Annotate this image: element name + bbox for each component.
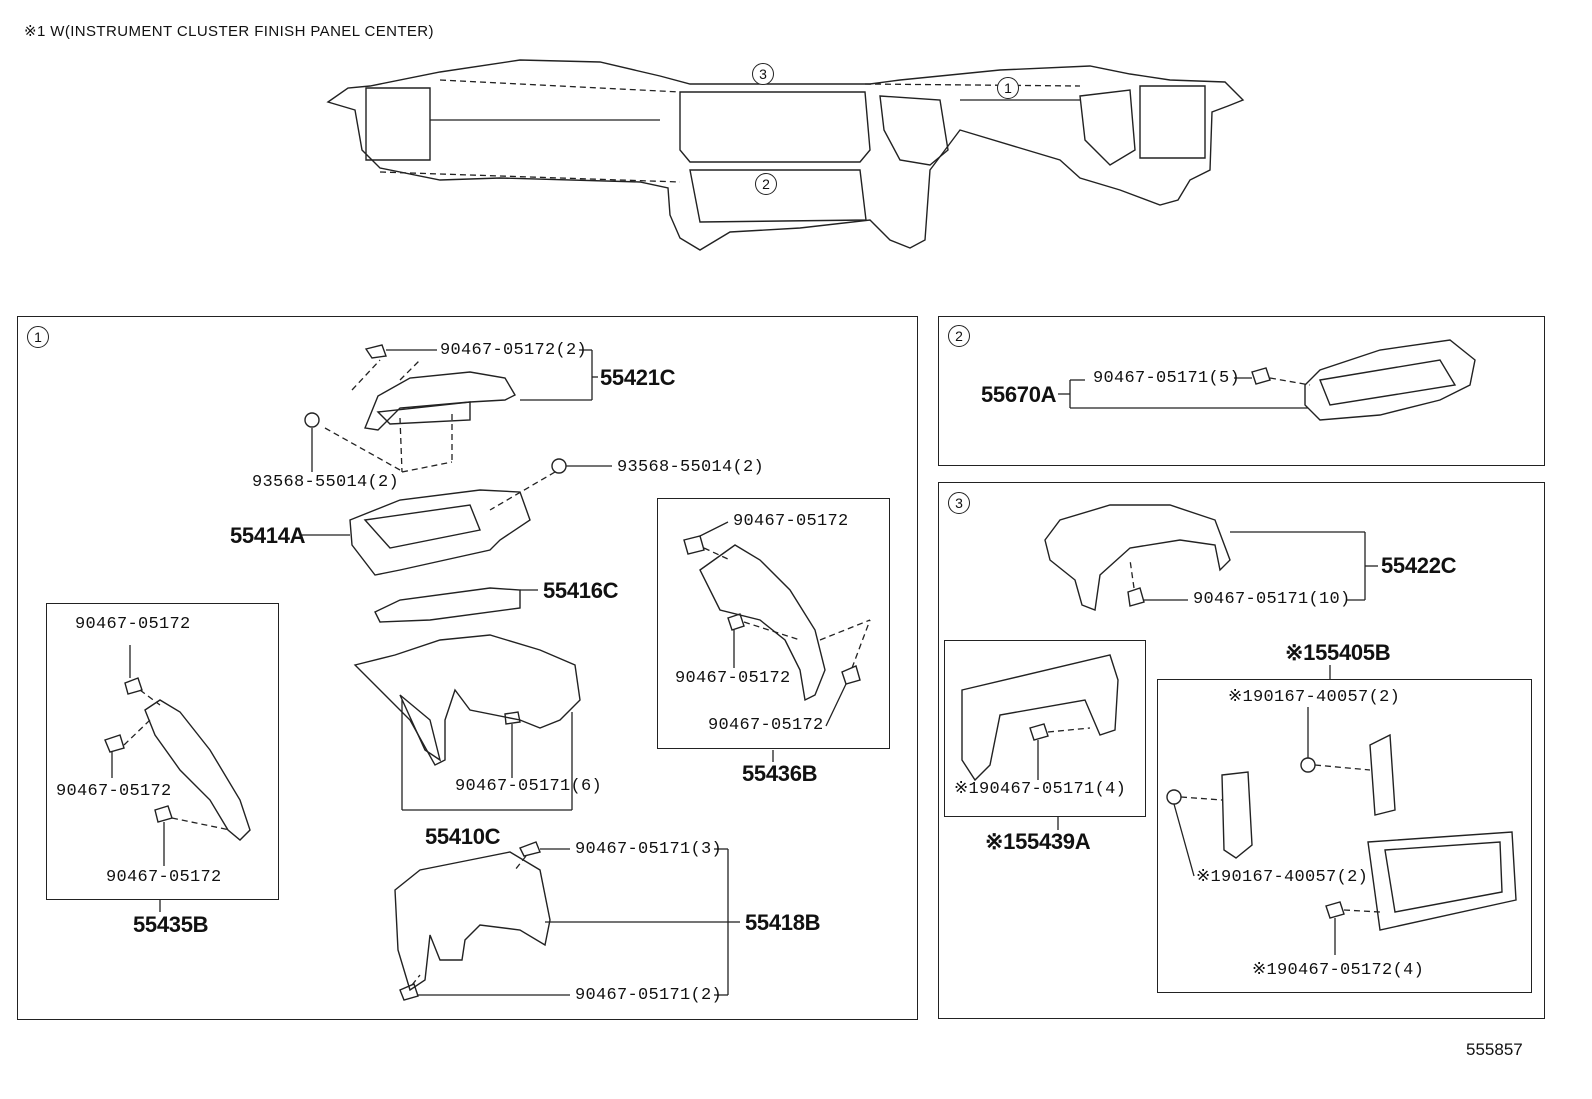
clip-label-55670a: 90467-05171(5) xyxy=(1093,369,1241,388)
dashboard-overview-drawing xyxy=(326,59,1245,251)
panel-3-index: 3 xyxy=(948,492,970,514)
overview-callout-1: 1 xyxy=(997,77,1019,99)
part-label-55436b: 55436B xyxy=(742,761,818,786)
sub-55435b-drawing xyxy=(104,645,251,912)
clip-label-55435b-a: 90467-05172 xyxy=(75,615,191,634)
screw-label-right: 93568-55014(2) xyxy=(617,458,765,477)
clip-label-55436b-b: 90467-05172 xyxy=(675,669,791,688)
screw-label-55405b-bottom: ※190167-40057(2) xyxy=(1196,868,1369,887)
panel-1 xyxy=(17,316,918,1020)
diagram-reference-number: 555857 xyxy=(1466,1040,1523,1059)
sub-55436b-drawing xyxy=(683,521,871,762)
part-label-55414a: 55414A xyxy=(230,523,306,548)
panel-2 xyxy=(938,316,1545,466)
panel-1-index: 1 xyxy=(27,326,49,348)
screw-label-left: 93568-55014(2) xyxy=(252,473,400,492)
part-label-55418b: 55418B xyxy=(745,910,821,935)
subpanel-55405b xyxy=(1157,679,1532,993)
panel2-drawings xyxy=(1058,339,1476,421)
clip-label-55439a: ※190467-05171(4) xyxy=(954,780,1127,799)
clip-label-55435b-b: 90467-05172 xyxy=(56,782,172,801)
overview-callout-3: 3 xyxy=(752,63,774,85)
clip-label-55421c: 90467-05172(2) xyxy=(440,341,588,360)
clip-label-55422c: 90467-05171(10) xyxy=(1193,590,1351,609)
panel-2-index: 2 xyxy=(948,325,970,347)
part-label-55670a: 55670A xyxy=(981,382,1057,407)
overview-callout-2: 2 xyxy=(755,173,777,195)
header-note: ※1 W(INSTRUMENT CLUSTER FINISH PANEL CEN… xyxy=(24,23,434,40)
clip-label-55436b-a: 90467-05172 xyxy=(733,512,849,531)
panel-3 xyxy=(938,482,1545,1019)
clip-label-55410c: 90467-05171(6) xyxy=(455,777,603,796)
clip-label-55405b: ※190467-05172(4) xyxy=(1252,961,1425,980)
subpanel-55436b xyxy=(657,498,890,749)
clip-label-55435b-c: 90467-05172 xyxy=(106,868,222,887)
subpanel-55439a xyxy=(944,640,1146,817)
part-label-55421c: 55421C xyxy=(600,365,676,390)
panel3-drawings xyxy=(961,504,1517,955)
part-label-55435b: 55435B xyxy=(133,912,209,937)
part-label-55405b: ※155405B xyxy=(1285,640,1391,665)
clip-label-55418b-top: 90467-05171(3) xyxy=(575,840,723,859)
part-label-55416c: 55416C xyxy=(543,578,619,603)
part-label-55422c: 55422C xyxy=(1381,553,1457,578)
part-label-55439a: ※155439A xyxy=(985,829,1091,854)
part-label-55410c: 55410C xyxy=(425,824,501,849)
panel1-drawings xyxy=(302,344,740,1001)
screw-label-55405b-top: ※190167-40057(2) xyxy=(1228,688,1401,707)
subpanel-55435b xyxy=(46,603,279,900)
clip-label-55418b-bottom: 90467-05171(2) xyxy=(575,986,723,1005)
clip-label-55436b-c: 90467-05172 xyxy=(708,716,824,735)
